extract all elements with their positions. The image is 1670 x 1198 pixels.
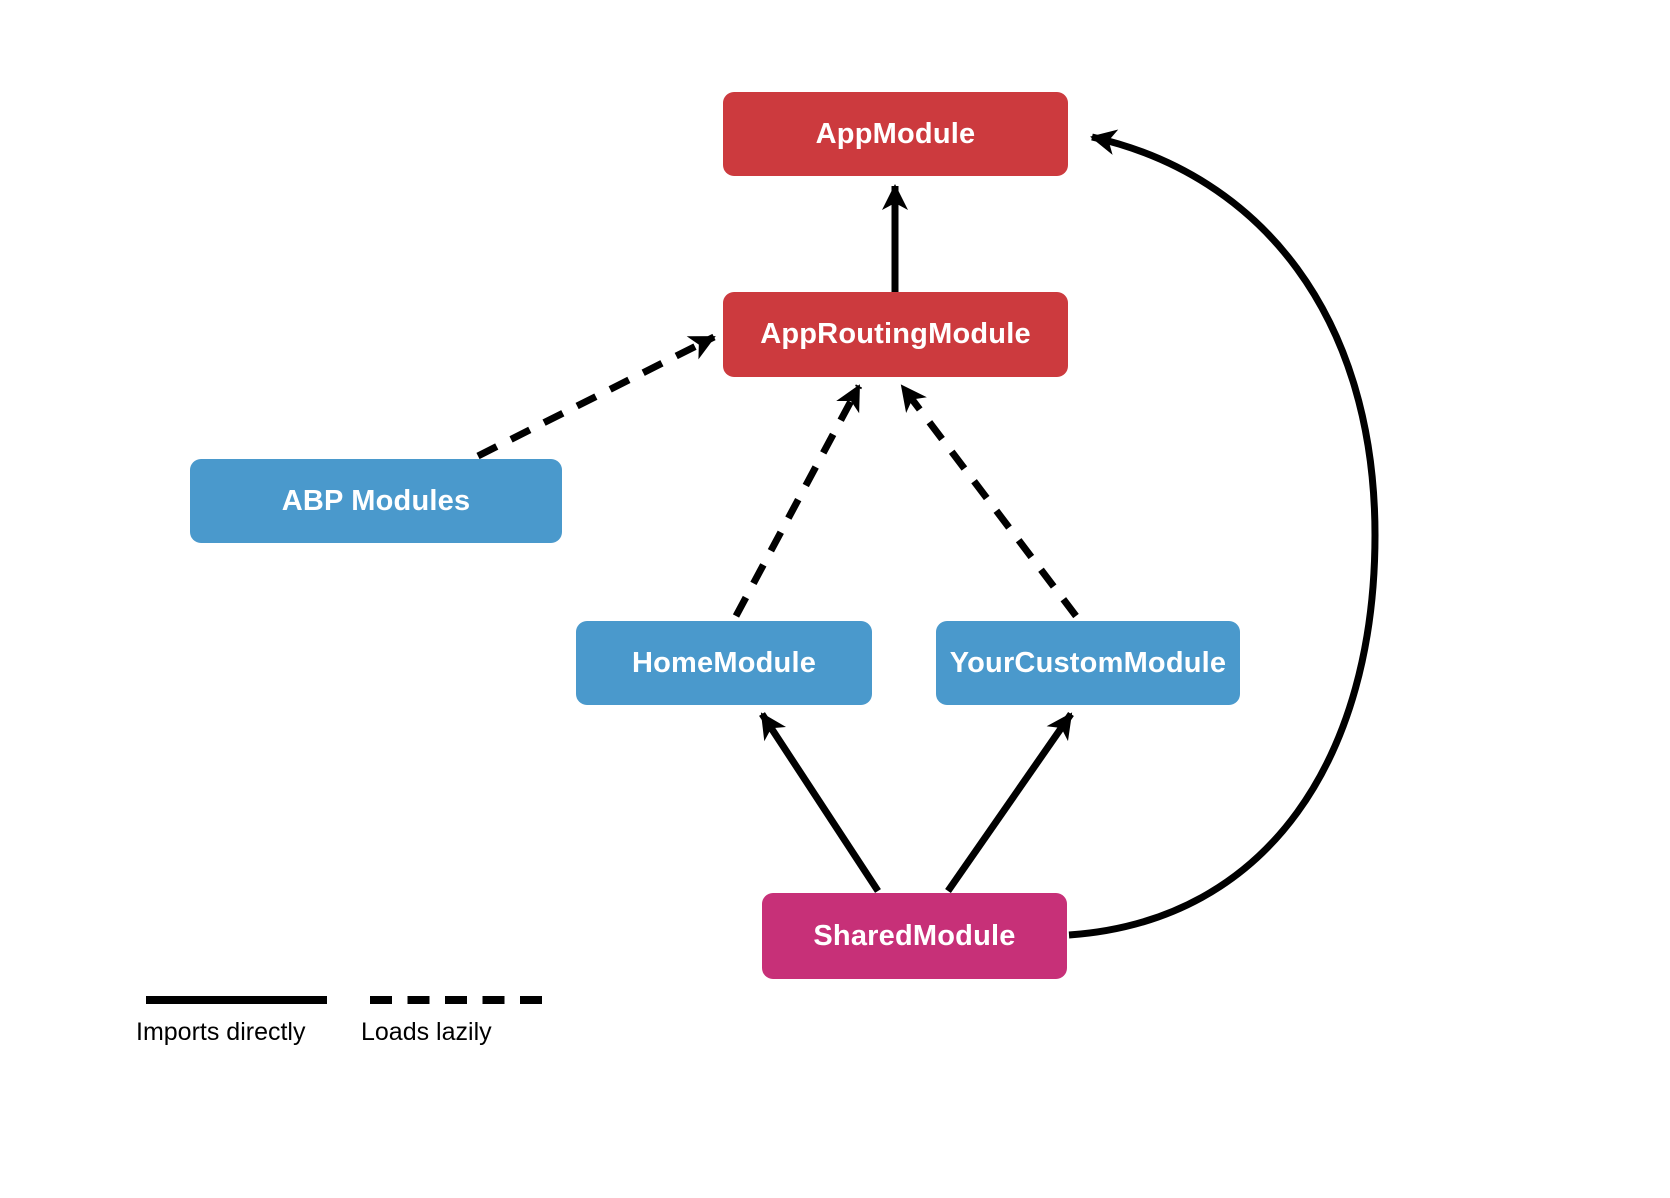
node-yourcustommodule: YourCustomModule <box>936 621 1240 705</box>
edge-custom-to-approuting <box>899 383 1079 619</box>
node-appmodule: AppModule <box>723 92 1068 176</box>
edge-shared-to-custom <box>945 712 1074 893</box>
node-yourcustommodule-label: YourCustomModule <box>949 646 1227 679</box>
edge-shared-to-home <box>759 712 881 893</box>
legend-loads-lazily-label: Loads lazily <box>361 1018 492 1046</box>
node-sharedmodule: SharedModule <box>762 893 1067 979</box>
node-approutingmodule-label: AppRoutingModule <box>760 318 1031 350</box>
edge-shared-to-appmodule-curve <box>1068 129 1379 939</box>
node-sharedmodule-label: SharedModule <box>813 919 1016 952</box>
node-homemodule: HomeModule <box>576 621 872 705</box>
edge-home-to-approuting <box>732 384 863 618</box>
edge-abp-to-approuting <box>476 333 716 460</box>
node-approutingmodule: AppRoutingModule <box>723 292 1068 377</box>
node-homemodule-label: HomeModule <box>631 646 817 679</box>
legend-imports-directly-label: Imports directly <box>136 1018 306 1046</box>
node-appmodule-label: AppModule <box>815 117 976 150</box>
node-abp-modules: ABP Modules <box>190 459 562 543</box>
node-abp-modules-label: ABP Modules <box>281 484 471 517</box>
